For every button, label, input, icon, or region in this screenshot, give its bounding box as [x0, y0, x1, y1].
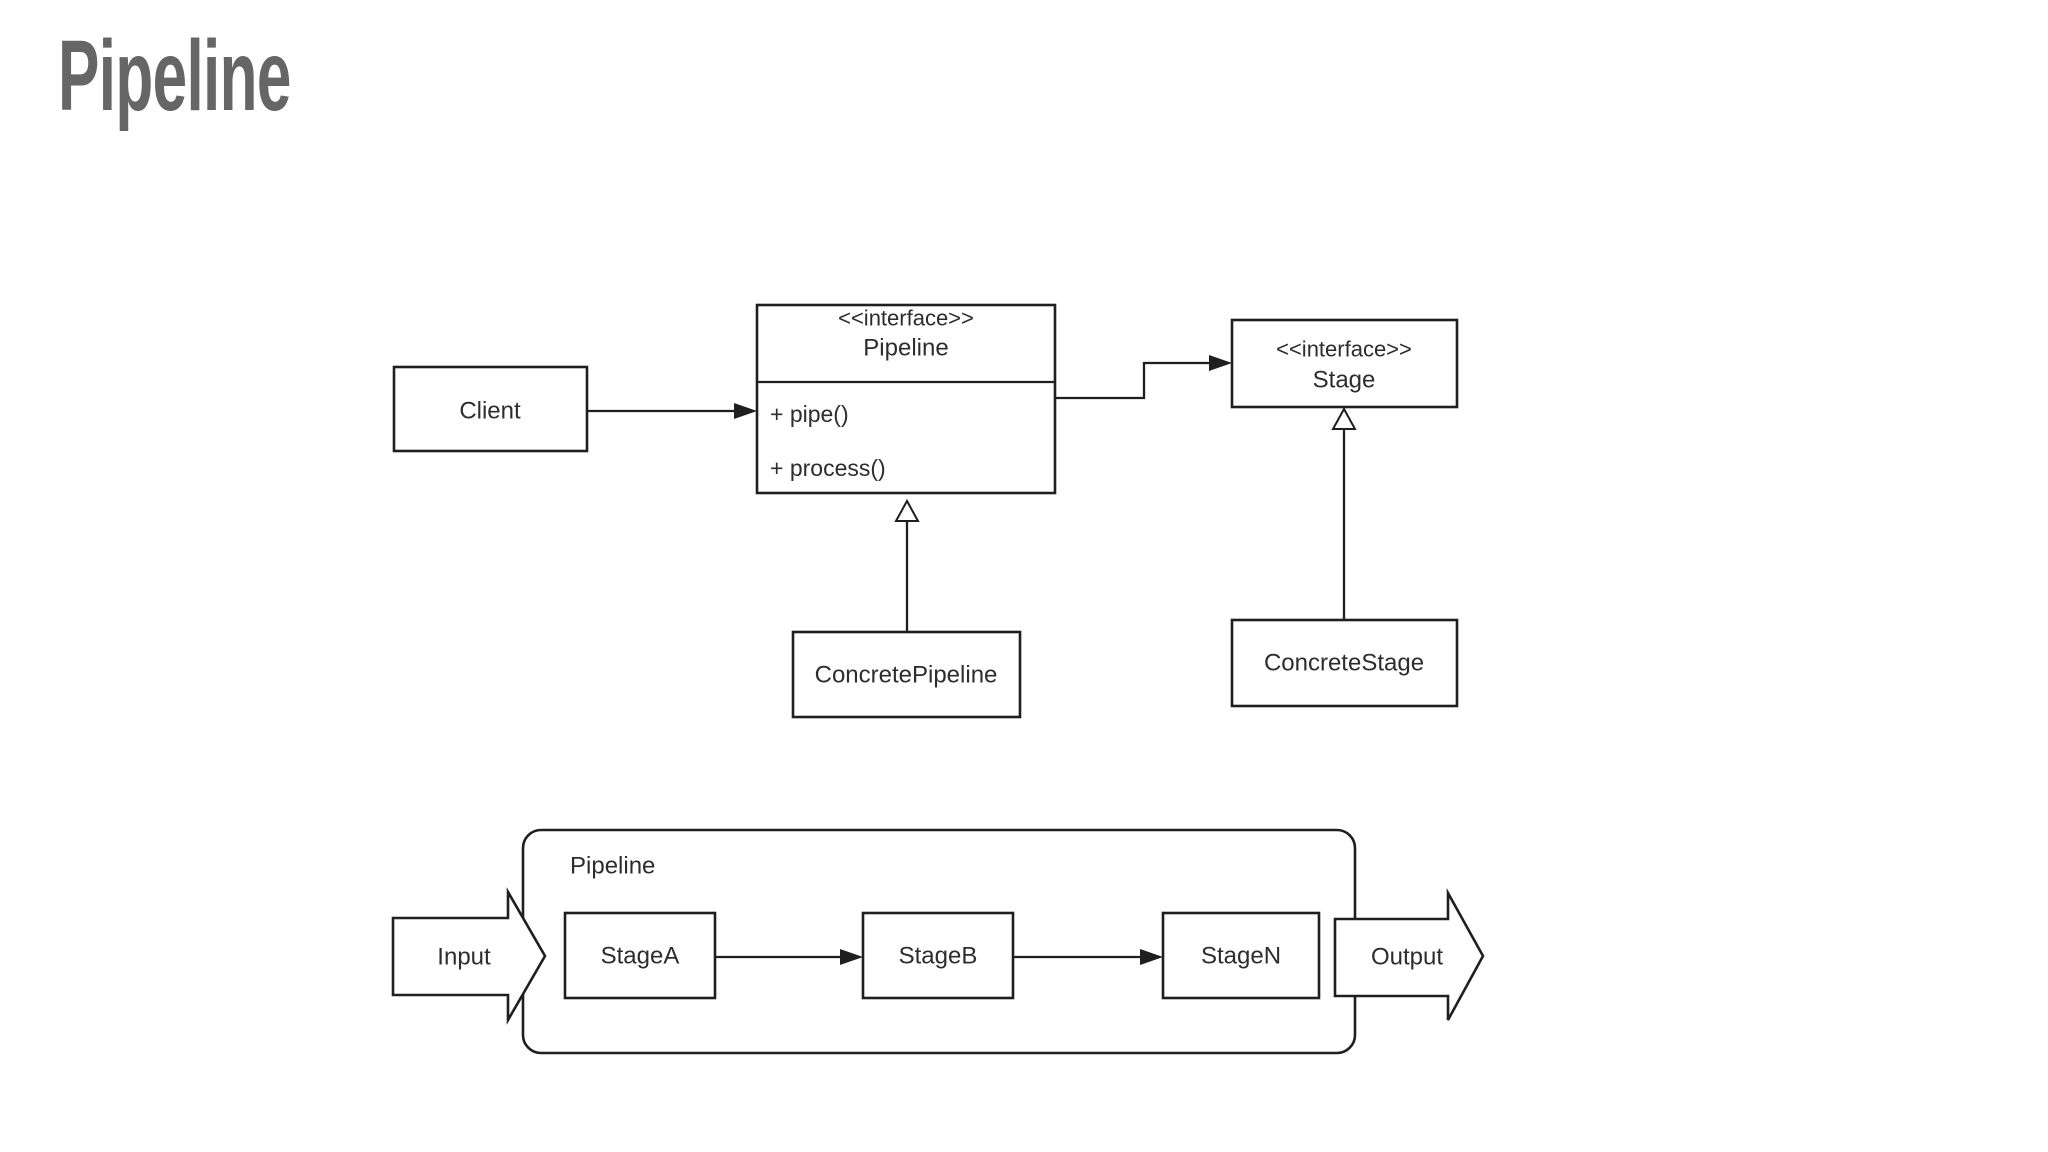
uml-pipeline-method-pipe: + pipe()	[770, 401, 849, 427]
flow-stage-b-label: StageB	[899, 943, 978, 970]
flow-input-arrow	[391, 887, 547, 1025]
uml-stage-interface-box	[1230, 318, 1459, 409]
client-to-pipeline-arrowhead	[734, 403, 757, 419]
uml-concrete-stage-box	[1230, 618, 1459, 708]
flow-output-label: Output	[1371, 944, 1443, 971]
flow-pipeline-container-label: Pipeline	[570, 853, 655, 880]
uml-concrete-pipeline-box	[791, 630, 1022, 719]
flow-arrowhead-a-to-b	[840, 949, 863, 965]
flow-arrowhead-b-to-n	[1140, 949, 1163, 965]
flow-stage-n-box	[1161, 911, 1321, 1000]
pipeline-to-stage-connector	[1055, 361, 1215, 400]
uml-concrete-stage-label: ConcreteStage	[1264, 650, 1424, 677]
uml-stage-stereotype: <<interface>>	[1276, 337, 1412, 362]
uml-pipeline-stereotype: <<interface>>	[838, 306, 974, 331]
flow-stage-b-box	[861, 911, 1015, 1000]
pipeline-realization-triangle-icon	[894, 498, 920, 522]
stage-realization-triangle-icon	[1331, 406, 1357, 430]
flow-input-label: Input	[437, 944, 491, 971]
flow-output-arrow	[1333, 887, 1485, 1021]
uml-pipeline-interface-box	[755, 303, 1057, 495]
uml-pipeline-name: Pipeline	[863, 335, 948, 362]
uml-stage-name: Stage	[1313, 367, 1376, 394]
flow-stage-a-box	[563, 911, 717, 1000]
pipeline-to-stage-arrowhead	[1209, 355, 1232, 371]
uml-client-box	[392, 365, 589, 453]
flow-stage-n-label: StageN	[1201, 943, 1281, 970]
flow-stage-a-label: StageA	[601, 943, 680, 970]
uml-pipeline-method-process: + process()	[770, 455, 886, 481]
uml-concrete-pipeline-label: ConcretePipeline	[815, 662, 998, 689]
slide-title: Pipeline	[58, 20, 291, 132]
uml-client-label: Client	[459, 398, 521, 425]
